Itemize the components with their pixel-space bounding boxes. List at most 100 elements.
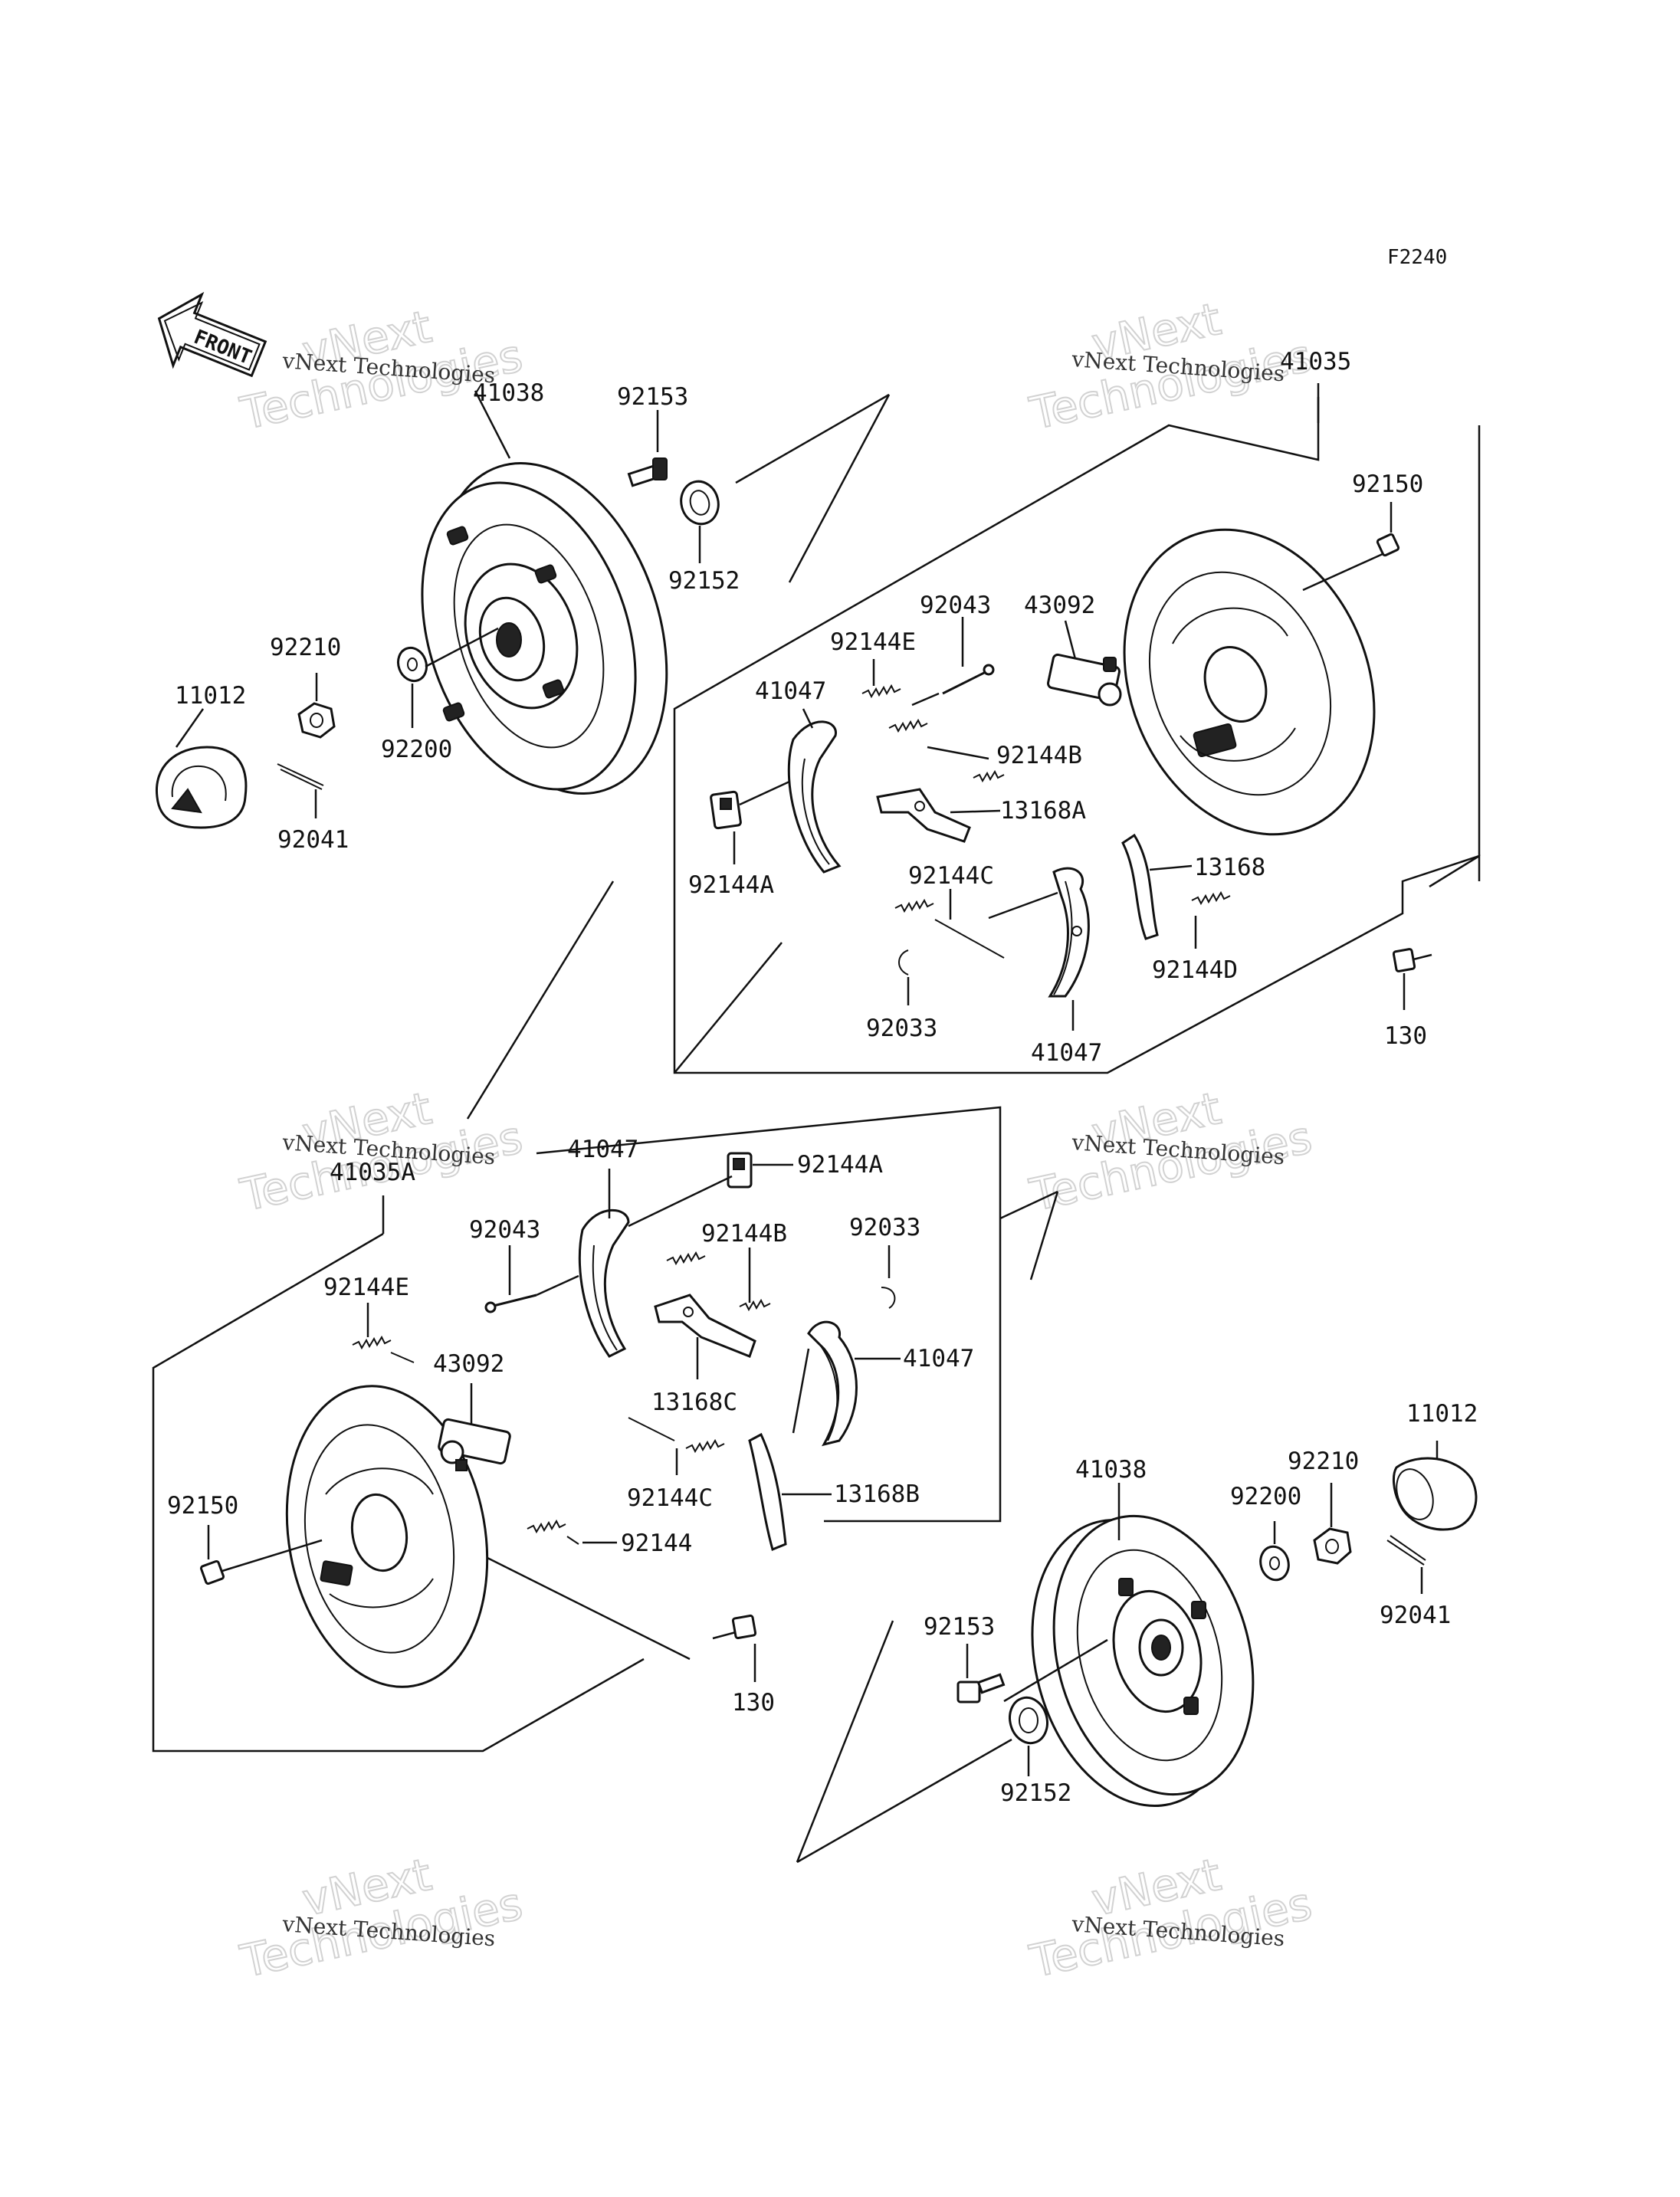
label-92041-upper: 92041	[277, 826, 349, 854]
label-13168A: 13168A	[1000, 797, 1086, 825]
label-92043-lower: 92043	[469, 1216, 540, 1244]
label-41047-upper-left: 41047	[755, 677, 826, 705]
upper-cotter-pin	[277, 763, 324, 790]
label-92144D-upper: 92144D	[1152, 956, 1238, 984]
label-92144-lower: 92144	[621, 1530, 692, 1557]
upper-pin	[942, 664, 995, 695]
lower-e-clip	[881, 1287, 896, 1309]
label-130-lower: 130	[732, 1689, 775, 1717]
upper-lever	[1121, 833, 1159, 940]
label-92153-upper: 92153	[617, 383, 688, 411]
label-11012-upper: 11012	[175, 682, 246, 710]
label-92144B-upper: 92144B	[996, 742, 1082, 769]
label-92144C-lower: 92144C	[627, 1484, 713, 1512]
label-92152-upper: 92152	[668, 567, 740, 595]
label-41047-lower-top: 41047	[567, 1136, 638, 1163]
upper-castle-nut	[297, 702, 336, 739]
lower-spring-e	[352, 1335, 415, 1363]
upper-brake-shoe-left	[787, 720, 842, 874]
label-92144A-upper: 92144A	[688, 871, 774, 899]
lower-hub-washer	[1009, 1696, 1048, 1745]
watermark-bottom-left: vNext Technologies vNext Technologies	[235, 1848, 528, 1989]
lower-lever-c	[654, 1294, 756, 1358]
lower-castle-nut	[1313, 1527, 1352, 1565]
label-92144A-lower: 92144A	[797, 1151, 883, 1179]
label-41035: 41035	[1280, 348, 1351, 375]
upper-brake-shoe-right	[1048, 867, 1090, 998]
label-130-upper: 130	[1384, 1022, 1427, 1050]
watermark-top-right: vNext Technologies vNext Technologies	[1025, 292, 1317, 441]
upper-spring-b	[888, 718, 1005, 783]
lower-lever-b	[748, 1432, 787, 1552]
label-92144B-lower: 92144B	[701, 1220, 787, 1248]
upper-hub-washer	[680, 480, 720, 526]
upper-bleeder-bolt	[1392, 948, 1432, 972]
label-41035A: 41035A	[330, 1159, 415, 1186]
label-13168B: 13168B	[834, 1481, 920, 1508]
lower-cotter-pin	[1386, 1535, 1426, 1566]
label-43092-lower: 43092	[433, 1350, 504, 1378]
lower-brake-shoe-top	[578, 1208, 630, 1358]
lower-flat-washer	[1259, 1545, 1290, 1582]
label-92144E-lower: 92144E	[323, 1274, 409, 1301]
upper-spring-d	[1191, 890, 1231, 906]
label-92041-lower: 92041	[1380, 1602, 1451, 1629]
label-92043-upper: 92043	[920, 592, 991, 619]
label-92150-upper: 92150	[1352, 471, 1423, 498]
lower-wheel-cylinder	[438, 1418, 511, 1471]
lower-spring-c	[628, 1417, 725, 1454]
label-11012-lower: 11012	[1406, 1400, 1478, 1428]
lower-clip-a	[727, 1152, 753, 1189]
label-92200-lower: 92200	[1230, 1483, 1301, 1510]
label-41047-upper-right: 41047	[1031, 1039, 1102, 1067]
watermark-mid-left: vNext Technologies vNext Technologies	[235, 1081, 528, 1222]
lower-hub-cap	[1392, 1457, 1478, 1531]
upper-spring-c	[894, 898, 1005, 959]
label-41047-lower-right: 41047	[903, 1345, 974, 1372]
watermark-mid-right: vNext Technologies vNext Technologies	[1025, 1081, 1317, 1222]
label-41038-lower: 41038	[1075, 1456, 1147, 1484]
lower-panel-bolt	[199, 1539, 323, 1585]
watermark-top-left: vNext Technologies vNext Technologies	[235, 300, 528, 441]
upper-clip-a	[710, 790, 742, 830]
upper-e-clip	[898, 949, 909, 976]
lower-brake-shoe-right	[807, 1320, 858, 1447]
label-13168C: 13168C	[651, 1389, 737, 1416]
watermark-bottom-right: vNext Technologies vNext Technologies	[1025, 1848, 1317, 1989]
label-92153-lower: 92153	[924, 1613, 995, 1641]
label-41038-upper: 41038	[473, 379, 544, 407]
lower-brake-drum	[1031, 1514, 1255, 1807]
label-92033-lower: 92033	[849, 1214, 920, 1241]
leader-41038-upper	[474, 390, 511, 459]
lower-panel-frame	[152, 1232, 645, 1753]
upper-brake-drum	[421, 461, 668, 795]
lower-pin	[484, 1294, 537, 1313]
upper-wheel-cylinder	[1047, 653, 1122, 707]
upper-brake-panel	[1123, 528, 1376, 836]
label-92150-lower: 92150	[167, 1492, 238, 1520]
upper-lever-a	[876, 788, 971, 843]
lower-spring-b	[666, 1251, 771, 1312]
label-92200-upper: 92200	[381, 736, 452, 763]
lower-brake-panel	[285, 1385, 489, 1688]
lower-bleeder-bolt	[712, 1614, 757, 1640]
label-92152-lower: 92152	[1000, 1779, 1071, 1807]
label-92210-upper: 92210	[270, 634, 341, 661]
label-43092-upper: 43092	[1024, 592, 1095, 619]
front-arrow-icon: FRONT	[157, 291, 267, 378]
upper-hub-bolt	[627, 457, 668, 487]
lower-spring	[527, 1519, 579, 1545]
label-92210-lower: 92210	[1288, 1448, 1359, 1475]
lower-hub-bolt	[956, 1673, 1006, 1703]
upper-spring-e	[861, 684, 901, 699]
label-92144C-upper: 92144C	[908, 862, 994, 890]
upper-hub-cap	[155, 746, 248, 829]
upper-panel-frame	[673, 397, 1481, 1074]
label-13168: 13168	[1194, 854, 1265, 881]
upper-flat-washer	[396, 646, 428, 683]
label-92033-upper: 92033	[866, 1015, 937, 1042]
label-92144E-upper: 92144E	[830, 628, 916, 656]
upper-panel-bolt	[1302, 533, 1400, 592]
